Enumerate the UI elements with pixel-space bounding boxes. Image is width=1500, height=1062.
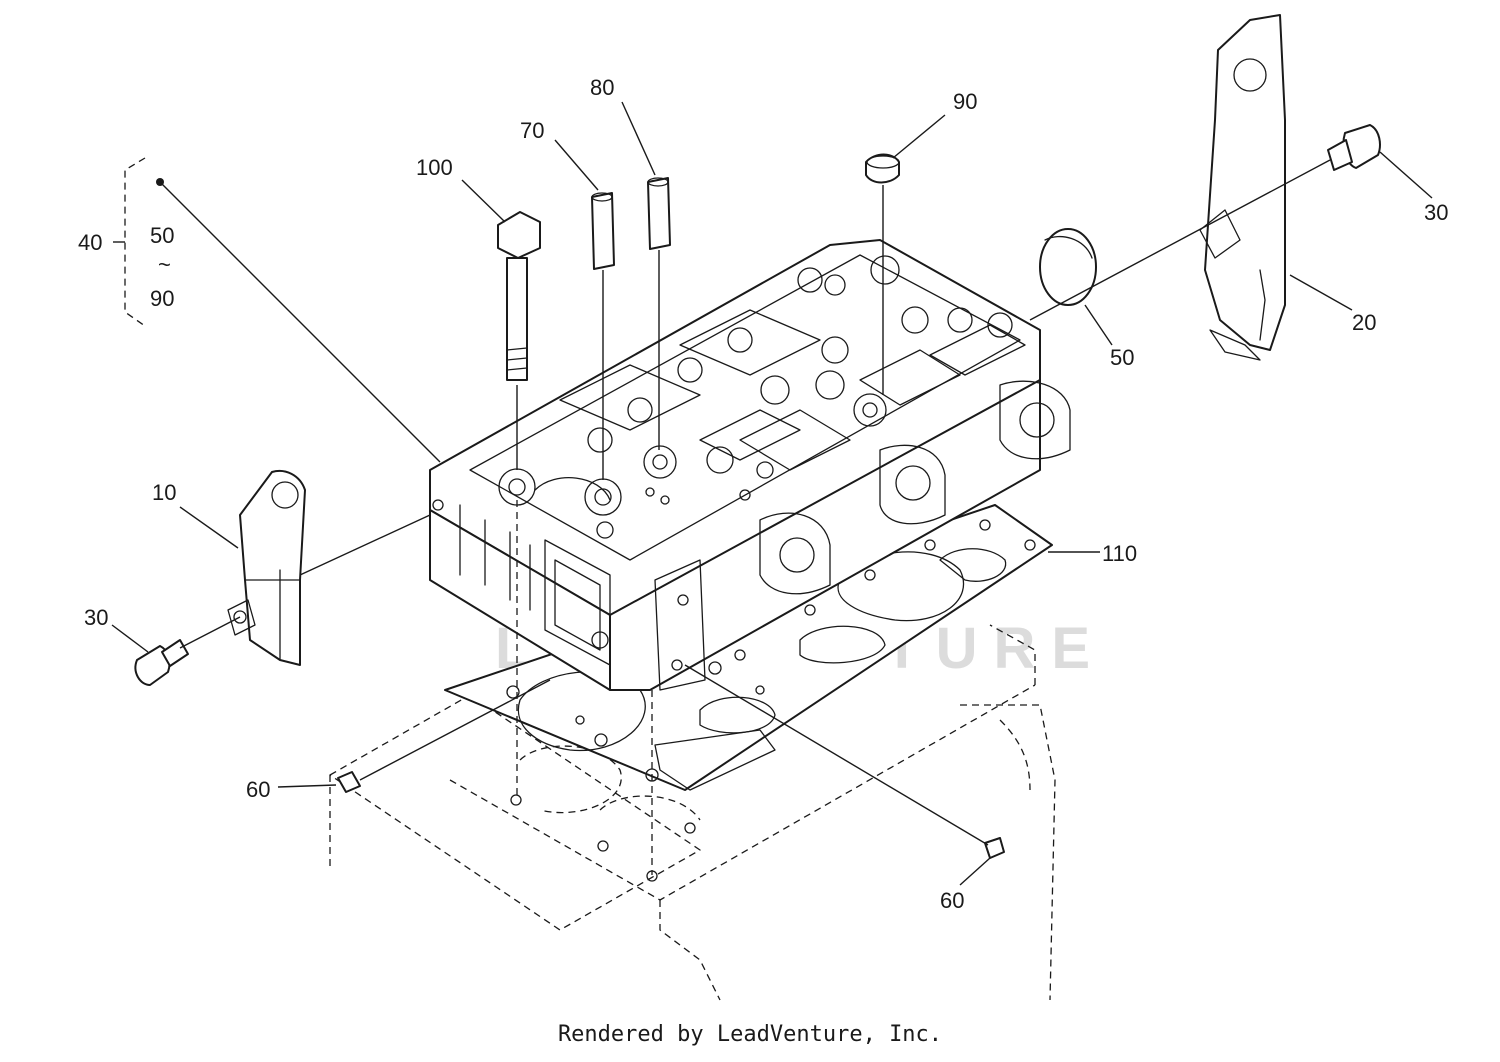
callout-30-left: 30 bbox=[84, 605, 108, 630]
callout-40-group-50: 50 bbox=[150, 223, 174, 248]
callout-110: 110 bbox=[1102, 541, 1137, 566]
callout-80: 80 bbox=[590, 75, 614, 100]
dowel-pin-60-right bbox=[984, 837, 1005, 859]
callout-50: 50 bbox=[1110, 345, 1134, 370]
callout-20: 20 bbox=[1352, 310, 1376, 335]
lifting-bracket-20 bbox=[1199, 14, 1286, 361]
expansion-plug-50 bbox=[1039, 228, 1097, 306]
cylinder-head bbox=[429, 239, 1071, 691]
lifting-bracket-10 bbox=[227, 470, 306, 666]
footer-credit: Rendered by LeadVenture, Inc. bbox=[557, 1022, 943, 1047]
callout-60-right: 60 bbox=[940, 888, 964, 913]
leader-lines bbox=[111, 101, 1433, 886]
valve-stem-seal-90 bbox=[865, 153, 900, 184]
dowel-pin-60-left bbox=[337, 771, 361, 793]
callout-60-left: 60 bbox=[246, 777, 270, 802]
bolt-30-right bbox=[1327, 124, 1381, 171]
valve-guide-70 bbox=[591, 192, 615, 270]
callout-labels: 10 20 30 30 40 50 ~ 90 50 60 60 70 80 90… bbox=[78, 75, 1448, 913]
callout-100: 100 bbox=[416, 155, 453, 180]
callout-40-group-90: 90 bbox=[150, 286, 174, 311]
callout-10: 10 bbox=[152, 480, 176, 505]
head-gasket-110 bbox=[444, 504, 1053, 791]
bolt-30-left bbox=[134, 639, 189, 686]
callout-40-group-tilde: ~ bbox=[158, 252, 171, 277]
callout-90: 90 bbox=[953, 89, 977, 114]
callout-40: 40 bbox=[78, 230, 102, 255]
group-bracket-40 bbox=[113, 157, 146, 327]
callout-70: 70 bbox=[520, 118, 544, 143]
assembly-lines bbox=[156, 159, 1331, 875]
callout-30-right: 30 bbox=[1424, 200, 1448, 225]
valve-guide-80 bbox=[647, 177, 671, 250]
head-bolt-100 bbox=[497, 211, 541, 381]
